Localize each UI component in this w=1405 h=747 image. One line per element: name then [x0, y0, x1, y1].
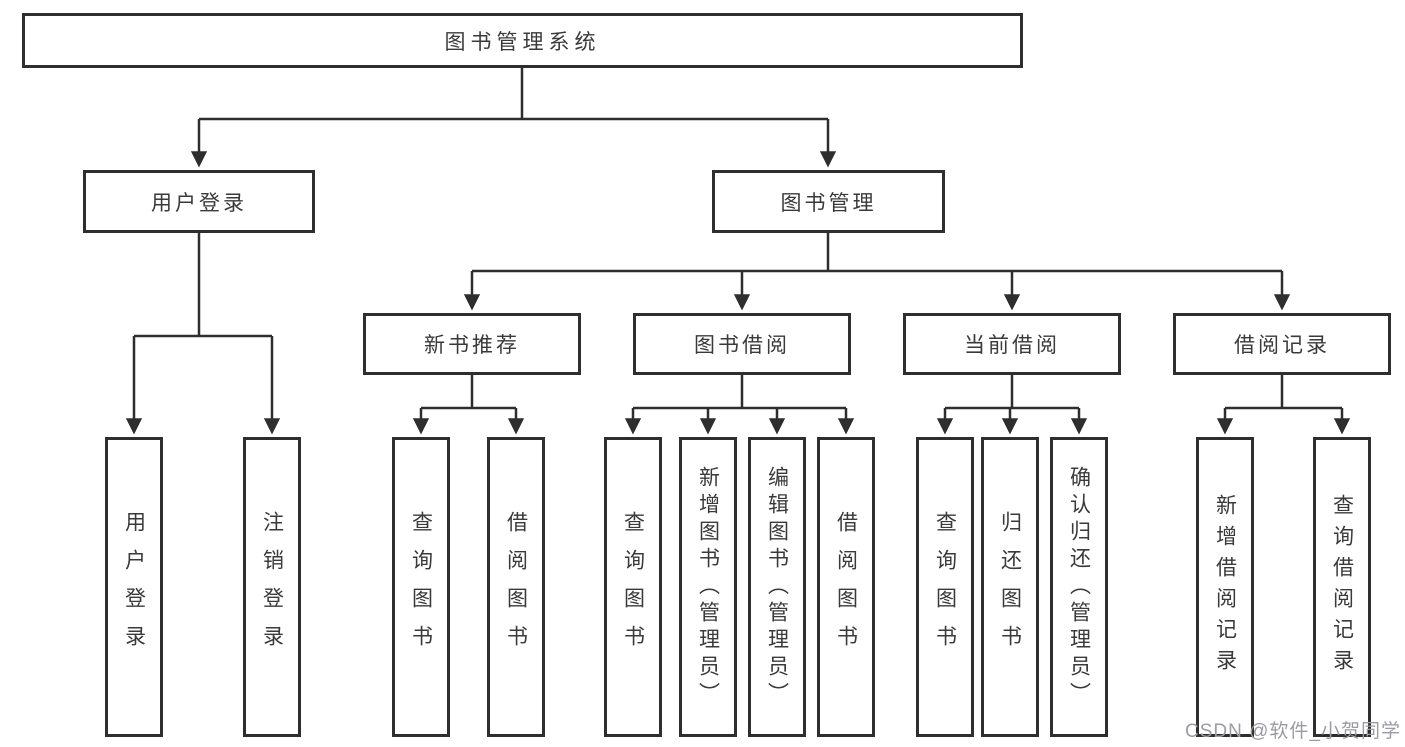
leaf-label: 查询图书: [933, 511, 957, 663]
leaf-confirm-return-admin: 确认归还（管理员）: [1050, 437, 1108, 737]
node-label: 图书借阅: [694, 334, 790, 357]
node-library-management-system: 图书管理系统: [22, 13, 1023, 68]
leaf-label: 新增借阅记录: [1213, 494, 1237, 680]
node-user-login: 用户登录: [83, 170, 315, 233]
leaf-label: 确认归还（管理员）: [1067, 465, 1091, 709]
leaf-add-books-admin: 新增图书（管理员）: [679, 437, 737, 737]
leaf-borrow-books-recommend: 借阅图书: [487, 437, 545, 737]
leaf-label: 查询借阅记录: [1330, 494, 1354, 680]
leaf-label: 归还图书: [998, 511, 1022, 663]
node-label: 图书管理系统: [444, 30, 601, 54]
leaf-user-login: 用户登录: [105, 437, 163, 737]
leaf-query-borrow-record: 查询借阅记录: [1313, 437, 1371, 737]
leaf-query-books-borrow: 查询图书: [604, 437, 662, 737]
leaf-label: 借阅图书: [504, 511, 528, 663]
leaf-query-books-recommend: 查询图书: [392, 437, 450, 737]
leaf-label: 新增图书（管理员）: [696, 465, 720, 709]
node-label: 用户登录: [151, 191, 247, 215]
leaf-return-books: 归还图书: [981, 437, 1039, 737]
leaf-label: 借阅图书: [834, 511, 858, 663]
leaf-label: 查询图书: [621, 511, 645, 663]
leaf-query-books-current: 查询图书: [916, 437, 974, 737]
leaf-logout: 注销登录: [243, 437, 301, 737]
node-label: 当前借阅: [964, 334, 1060, 357]
leaf-label: 编辑图书（管理员）: [765, 465, 789, 709]
csdn-watermark: CSDN @软件_小贺同学: [1185, 721, 1401, 742]
node-label: 借阅记录: [1234, 334, 1330, 357]
node-book-borrowing: 图书借阅: [633, 313, 851, 375]
node-current-borrowing: 当前借阅: [903, 313, 1121, 375]
leaf-edit-books-admin: 编辑图书（管理员）: [748, 437, 806, 737]
node-label: 图书管理: [780, 191, 877, 215]
node-label: 新书推荐: [424, 334, 520, 357]
leaf-label: 查询图书: [409, 511, 433, 663]
node-new-book-recommendation: 新书推荐: [363, 313, 581, 375]
node-borrowing-records: 借阅记录: [1173, 313, 1391, 375]
node-book-management: 图书管理: [712, 170, 945, 233]
leaf-label: 注销登录: [260, 511, 284, 663]
leaf-borrow-books: 借阅图书: [817, 437, 875, 737]
leaf-label: 用户登录: [122, 511, 146, 663]
leaf-add-borrow-record: 新增借阅记录: [1196, 437, 1254, 737]
